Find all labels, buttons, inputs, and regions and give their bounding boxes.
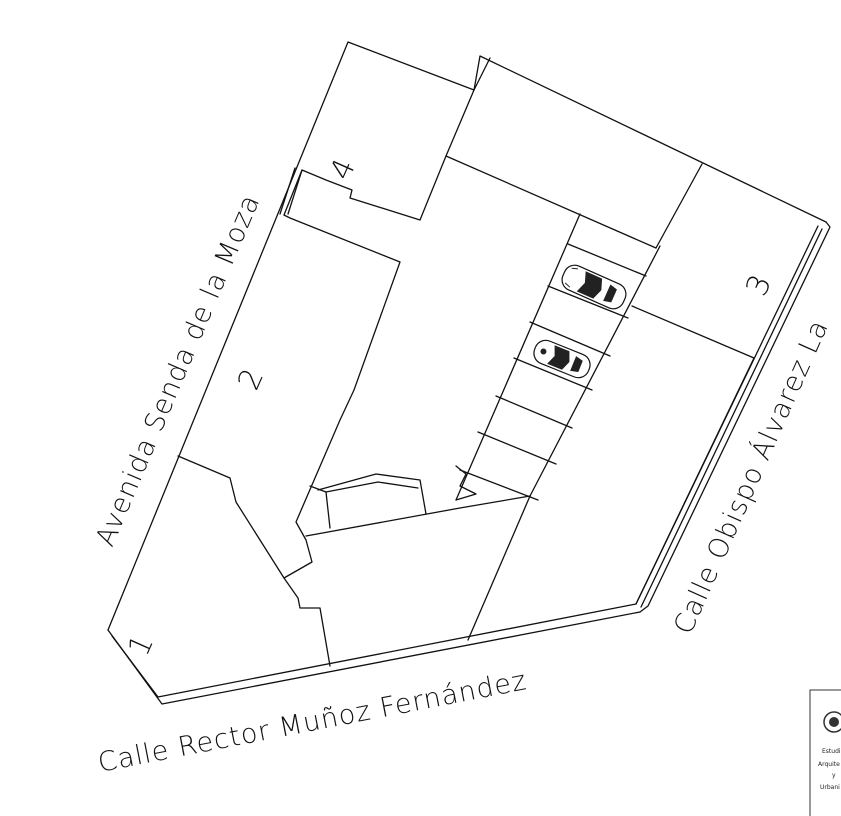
boundary-notch [473,57,491,91]
parking-bay-line [567,243,647,277]
street-label-rector: Calle Rector Muñoz Fernández [95,665,529,779]
parking-bay-line [513,357,593,391]
stamp-text: y [832,772,836,779]
parking-bay-line [477,431,557,465]
parking-bay-line [529,321,611,357]
plot-number-2: 2 [231,364,271,396]
plot-3-outline [445,155,755,605]
plot-number-3: 3 [739,270,779,302]
boundary-east-mid [640,228,823,608]
car-icon [561,264,627,310]
boundary-south-inner [111,603,637,698]
stamp-text: Arquite [818,761,840,768]
logo-seal-icon [823,711,841,733]
plot-number-4: 4 [323,154,363,186]
stamp-text: Estudi [822,748,841,755]
site-boundary [107,41,831,705]
plot-2-outline [177,214,401,579]
car-icon [533,339,591,379]
boundary-south-edge [107,611,641,705]
boundary-east-edge [639,221,831,613]
parking-bay-line [547,285,629,319]
architect-stamp: Estudi Arquite y Urbani [809,689,841,816]
stamp-text: Urbani [820,784,840,791]
parking-bay-line [459,469,539,501]
plot-1-outline [283,577,331,667]
parking-area [455,213,661,501]
plot-4-outline [279,89,475,221]
parking-bay-line [495,395,573,429]
courtyard-lines [305,465,531,641]
